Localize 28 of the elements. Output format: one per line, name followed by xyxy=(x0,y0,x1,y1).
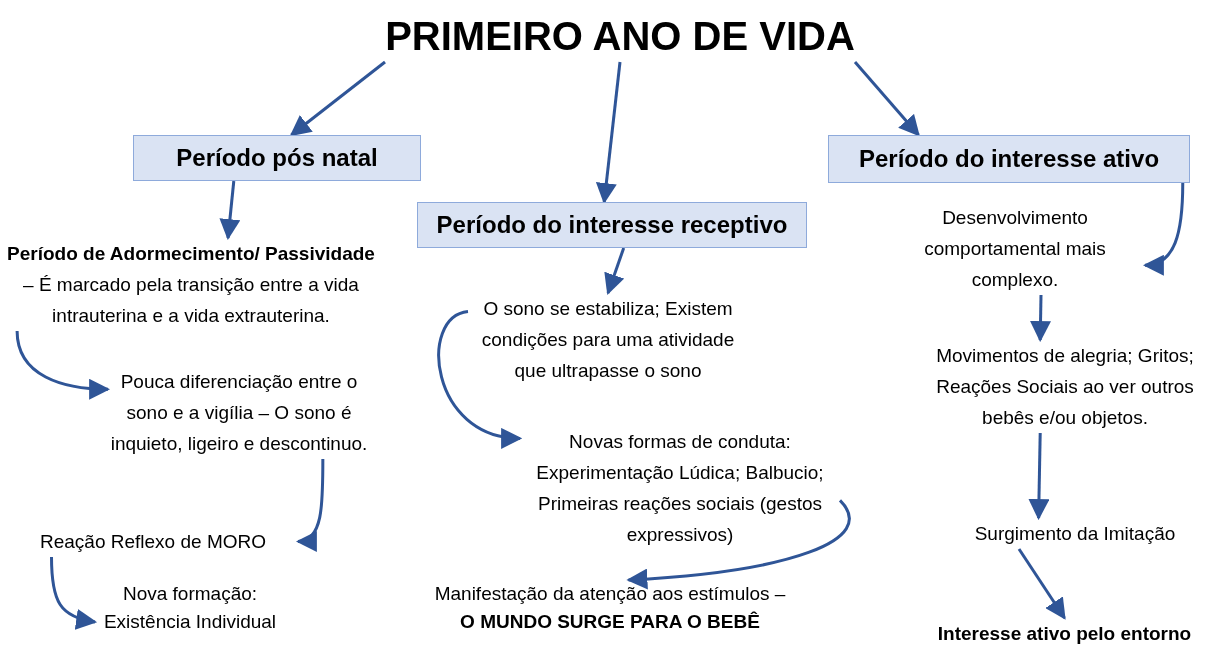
arrow xyxy=(219,180,241,241)
description-text: Movimentos de alegria; Gritos; Reações Sociais ao ver outros bebês e/ou objetos. xyxy=(910,340,1220,433)
arrow xyxy=(15,330,111,400)
description-text: Desenvolvimento comportamental mais complexo. xyxy=(885,202,1145,295)
arrow xyxy=(295,459,325,550)
period-box: Período do interesse receptivo xyxy=(417,202,807,248)
arrow xyxy=(1017,548,1066,620)
description-text: Pouca diferenciação entre o sono e a vigília – O sono é inquieto, ligeiro e descontinuo. xyxy=(108,366,370,459)
description-text: Nova formação: Existência Individual xyxy=(95,580,285,636)
arrow xyxy=(1142,182,1185,274)
description-text: Novas formas de conduta: Experimentação Lúdica; Balbucio; Primeiras reações sociais (gestos expressivos) xyxy=(520,426,840,550)
arrow xyxy=(1030,294,1052,343)
description-text: Surgimento da Imitação xyxy=(935,518,1215,549)
period-box: Período do interesse ativo xyxy=(828,135,1190,183)
description-text: Manifestação da atenção aos estímulos – O MUNDO SURGE PARA O BEBÊ xyxy=(425,580,795,636)
description-text: Interesse ativo pelo entorno xyxy=(905,618,1224,649)
description-text: Período de Adormecimento/ Passividade – É marcado pela transição entre a vida intrauterina e a vida extrauterina. xyxy=(6,238,376,331)
arrow xyxy=(604,247,626,295)
period-box: Período pós natal xyxy=(133,135,421,181)
description-text: Reação Reflexo de MORO xyxy=(8,526,298,557)
arrow xyxy=(853,61,920,137)
diagram-title: PRIMEIRO ANO DE VIDA xyxy=(385,10,855,62)
arrow xyxy=(626,499,851,590)
arrow xyxy=(289,60,386,137)
description-text: O sono se estabiliza; Existem condições para uma atividade que ultrapasse o sono xyxy=(468,293,748,386)
arrow xyxy=(50,556,98,629)
arrow xyxy=(1028,432,1050,521)
arrow xyxy=(437,310,523,447)
